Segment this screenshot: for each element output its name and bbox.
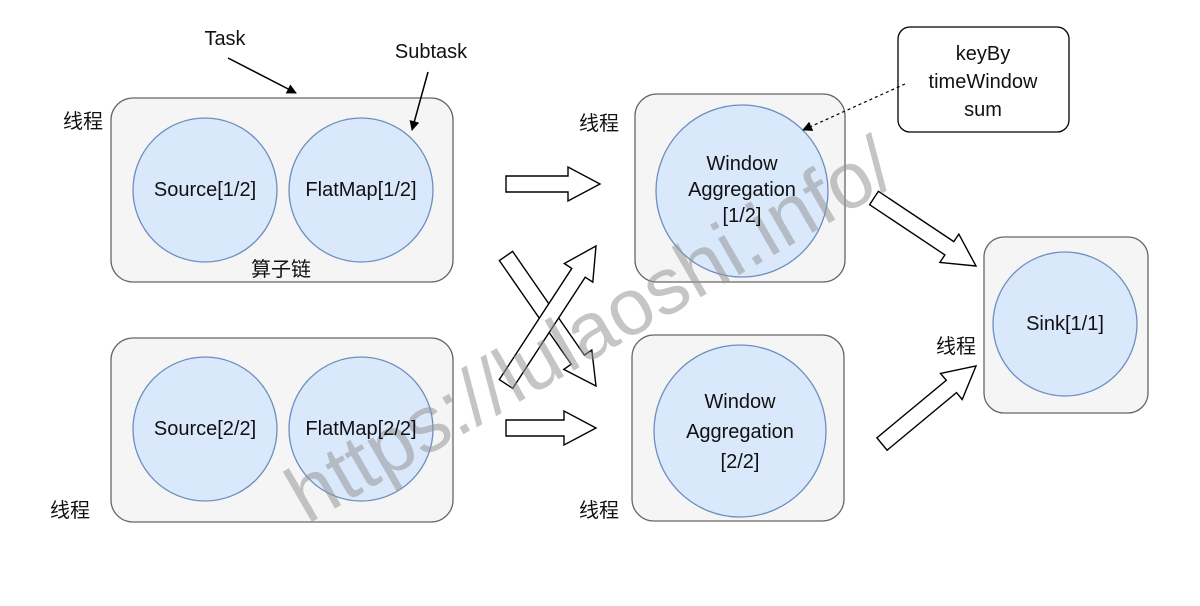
thread-label-right: 线程	[936, 336, 976, 358]
note-line-3: sum	[964, 99, 1002, 121]
node-window1-line3: [1/2]	[722, 205, 762, 227]
subtask-circle-flatmap2	[288, 356, 434, 502]
note-text: keyBy timeWindow sum	[929, 40, 1038, 124]
node-flatmap2: FlatMap[2/2]	[305, 418, 417, 440]
thread-label-bottom-mid: 线程	[579, 500, 619, 522]
node-window1: Window Aggregation [1/2]	[688, 151, 796, 229]
subtask-circle-window1	[655, 104, 829, 278]
block-arrow-top-to-window1	[505, 165, 602, 203]
thread-label-top-mid: 线程	[579, 113, 619, 135]
block-arrow-bottom-to-window2	[505, 409, 598, 447]
note-line-1: keyBy	[955, 43, 1011, 65]
task-pointer-arrow	[227, 57, 297, 94]
block-arrow-window2-to-sink	[875, 365, 978, 452]
operator-chain-label: 算子链	[251, 259, 311, 281]
block-arrows	[498, 165, 978, 452]
subtask-circle-source2	[132, 356, 278, 502]
note-box	[897, 26, 1070, 133]
task-label: Task	[204, 28, 246, 50]
node-window2-line3: [2/2]	[720, 451, 760, 473]
subtask-pointer-arrow	[409, 71, 429, 131]
node-window2-line1: Window	[704, 391, 776, 413]
thread-label-bottom-left: 线程	[50, 500, 90, 522]
note-pointer-arrow	[802, 83, 906, 131]
node-window2-line2: Aggregation	[686, 421, 794, 443]
note-line-2: timeWindow	[928, 71, 1038, 93]
node-window1-line2: Aggregation	[688, 179, 796, 201]
block-arrow-bottom-to-window1	[498, 244, 597, 390]
node-sink: Sink[1/1]	[1026, 313, 1104, 335]
block-arrow-window1-to-sink	[868, 190, 978, 267]
node-window2: Window Aggregation [2/2]	[686, 387, 794, 477]
node-source1: Source[1/2]	[153, 179, 257, 201]
subtask-circle-source1	[132, 117, 278, 263]
subtask-circle-flatmap1	[288, 117, 434, 263]
thread-label-top-left: 线程	[63, 111, 103, 133]
node-window1-line1: Window	[706, 153, 778, 175]
node-source2: Source[2/2]	[153, 418, 257, 440]
subtask-label: Subtask	[394, 41, 468, 63]
node-flatmap1: FlatMap[1/2]	[305, 179, 417, 201]
subtask-circle-sink	[992, 251, 1138, 397]
subtask-circle-window2	[653, 344, 827, 518]
